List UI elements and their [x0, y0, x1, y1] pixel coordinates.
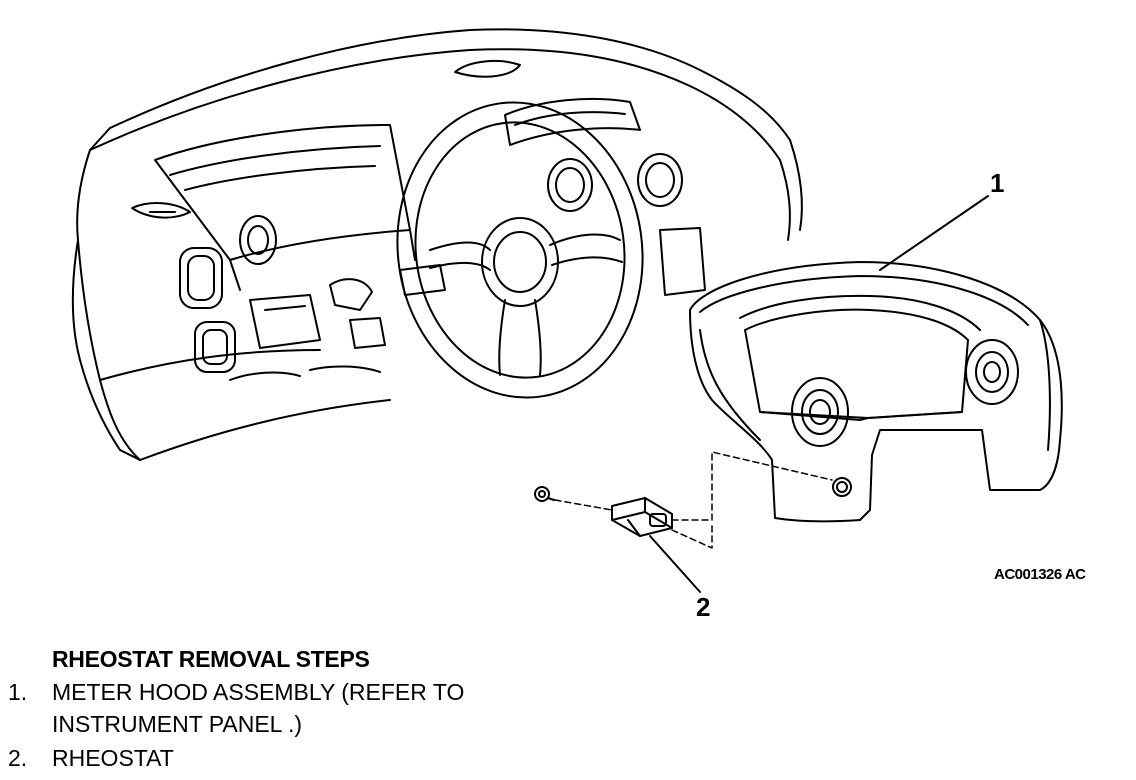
meter-hood-assembly — [689, 261, 1063, 523]
leader-lines — [649, 195, 989, 593]
step-text: RHEOSTAT — [52, 745, 174, 771]
procedure-heading: RHEOSTAT REMOVAL STEPS — [52, 646, 370, 672]
dashboard-outline — [71, 28, 803, 461]
step-number: 2. — [8, 745, 28, 771]
procedure-step: 1. METER HOOD ASSEMBLY (REFER TO INSTRUME… — [8, 676, 612, 740]
callout-number-2: 2 — [696, 592, 711, 622]
left-vents — [179, 215, 277, 373]
callout-number-1: 1 — [990, 168, 1005, 198]
right-gauges — [547, 153, 706, 296]
exploded-view-drawing — [71, 28, 1063, 593]
figure-code: AC001326 AC — [994, 566, 1086, 583]
step-number: 1. — [8, 679, 28, 705]
step-text: METER HOOD ASSEMBLY (REFER TO INSTRUMENT… — [52, 679, 465, 737]
steering-wheel — [396, 101, 644, 399]
center-top-panel — [504, 97, 641, 146]
assembly-guide-lines — [554, 451, 833, 549]
procedure-step: 2. RHEOSTAT — [8, 742, 612, 774]
defroster-vent — [131, 60, 521, 219]
steering-column-parts — [229, 264, 446, 381]
screw-part — [534, 486, 555, 502]
cluster-opening — [154, 124, 416, 291]
rheostat-part — [611, 497, 673, 537]
